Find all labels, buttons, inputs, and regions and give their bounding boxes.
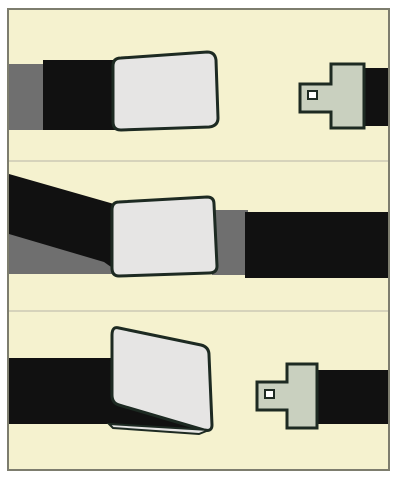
right-strap <box>364 68 390 126</box>
right-strap <box>245 212 390 278</box>
latch-slot <box>265 390 274 398</box>
step-3-buckle-released <box>9 328 390 434</box>
left-strap-black <box>9 358 117 424</box>
buckle-body <box>112 197 217 276</box>
step-1-buckle-open <box>9 52 390 130</box>
step-2-buckle-closed <box>9 174 390 278</box>
left-strap-black <box>43 60 119 130</box>
diagram-illustration <box>9 10 390 471</box>
right-strap <box>315 370 390 424</box>
diagram-panel <box>7 8 390 471</box>
latch-slot <box>308 91 317 99</box>
buckle-body <box>113 52 218 130</box>
